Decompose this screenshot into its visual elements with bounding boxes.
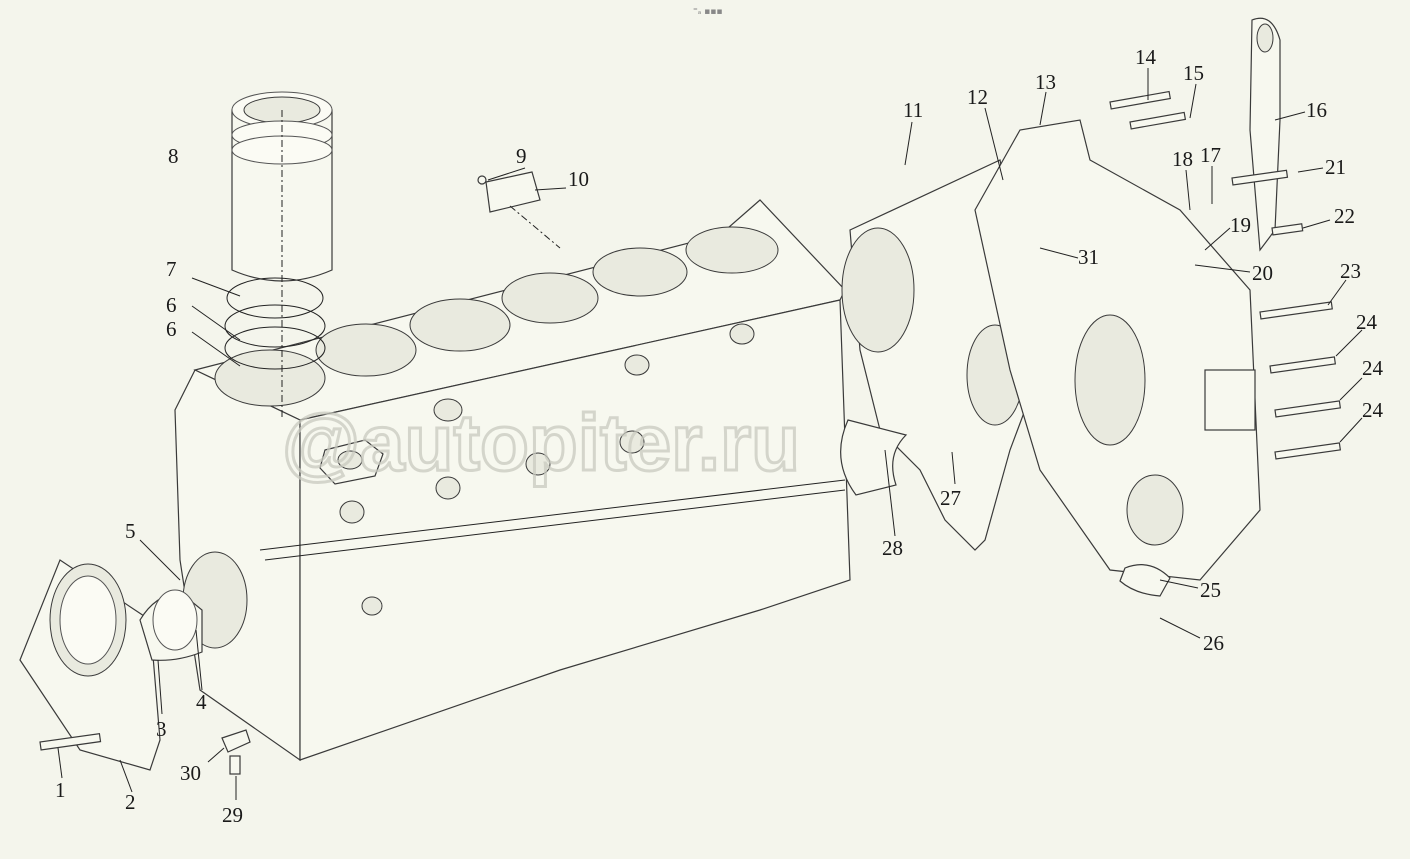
front-cover-group xyxy=(19,559,251,775)
callout-7: 7 xyxy=(166,257,177,281)
leader-lines xyxy=(57,68,1363,800)
callout-17: 17 xyxy=(1200,143,1221,167)
callout-10: 10 xyxy=(568,167,589,191)
callout-1: 1 xyxy=(55,778,66,802)
callout-11: 11 xyxy=(903,98,923,122)
watermark: @autopiter.ru xyxy=(282,398,800,487)
callout-13: 13 xyxy=(1035,70,1056,94)
cylinder-liner xyxy=(224,91,333,420)
callout-15: 15 xyxy=(1183,61,1204,85)
callout-8: 8 xyxy=(168,144,179,168)
callout-24c: 24 xyxy=(1362,398,1384,422)
callout-24a: 24 xyxy=(1356,310,1378,334)
callout-22: 22 xyxy=(1334,204,1355,228)
cover-plate xyxy=(477,171,561,249)
callout-4: 4 xyxy=(196,690,207,714)
callout-18: 18 xyxy=(1172,147,1193,171)
callout-6a: 6 xyxy=(166,293,177,317)
bolts xyxy=(1109,90,1342,460)
engine-block xyxy=(174,199,851,762)
bracket xyxy=(1249,17,1281,252)
callout-21: 21 xyxy=(1325,155,1346,179)
callout-9: 9 xyxy=(516,144,527,168)
callout-24b: 24 xyxy=(1362,356,1384,380)
callout-28: 28 xyxy=(882,536,903,560)
callout-23: 23 xyxy=(1340,259,1361,283)
callout-19: 19 xyxy=(1230,213,1251,237)
callout-labels: 1 2 3 4 5 6 6 7 8 9 10 11 12 13 14 15 16… xyxy=(55,45,1384,827)
callout-31: 31 xyxy=(1078,245,1099,269)
callout-20: 20 xyxy=(1252,261,1273,285)
callout-3: 3 xyxy=(156,717,167,741)
top-mark: ⁼ₐ ▪▪▪ xyxy=(693,7,722,17)
callout-26: 26 xyxy=(1203,631,1224,655)
callout-27: 27 xyxy=(940,486,961,510)
callout-25: 25 xyxy=(1200,578,1221,602)
callout-5: 5 xyxy=(125,519,136,543)
callout-30: 30 xyxy=(180,761,201,785)
callout-29: 29 xyxy=(222,803,243,827)
flywheel-housing xyxy=(974,119,1261,597)
callout-2: 2 xyxy=(125,790,136,814)
callout-14: 14 xyxy=(1135,45,1157,69)
callout-12: 12 xyxy=(967,85,988,109)
callout-6b: 6 xyxy=(166,317,177,341)
callout-16: 16 xyxy=(1306,98,1327,122)
